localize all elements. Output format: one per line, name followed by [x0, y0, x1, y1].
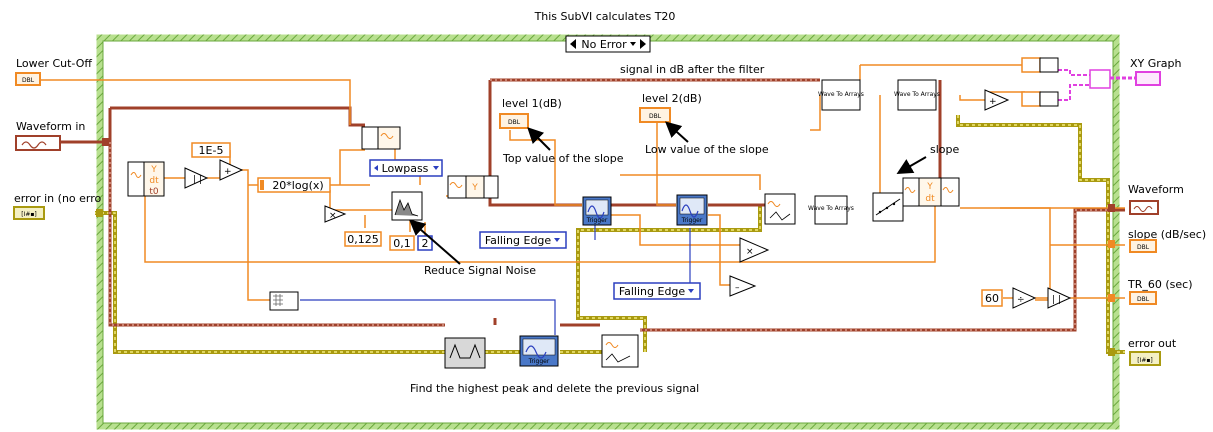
xy-graph-indicator[interactable]: XY Graph: [1130, 57, 1182, 85]
const-60[interactable]: 60: [982, 290, 1002, 306]
build-waveform-node[interactable]: [362, 127, 400, 149]
waveform-subset-vi[interactable]: [765, 194, 795, 224]
error-out-label: error out: [1128, 337, 1177, 350]
divide-glyph: ÷: [1017, 295, 1025, 305]
get-waveform-components[interactable]: Y dt t0: [128, 162, 164, 197]
level1-label: level 1(dB): [502, 97, 562, 110]
minus-glyph: –: [735, 283, 740, 293]
trigger-2-label: Trigger: [681, 217, 703, 224]
multiply-glyph: ×: [746, 247, 754, 257]
waveform-in-control[interactable]: Waveform in: [16, 120, 109, 150]
wave-to-arrays-3-label: Wave To Arrays: [894, 91, 940, 98]
cutoff-0125-value: 0,125: [347, 233, 379, 246]
bundle-node-2[interactable]: [1022, 92, 1058, 106]
unbundle-dt: dt: [149, 176, 159, 186]
lower-cutoff-control[interactable]: Lower Cut-Off DBL: [16, 57, 92, 85]
trigger-vi-2[interactable]: Trigger: [677, 195, 707, 225]
error-cluster-icon: [I#▪]: [21, 211, 37, 218]
reduce-noise-label: Reduce Signal Noise: [424, 264, 536, 277]
low-value-label: Low value of the slope: [645, 143, 769, 156]
log-expression: 20*log(x): [272, 179, 323, 192]
diagram-title: This SubVI calculates T20: [534, 10, 676, 23]
filter-type-enum[interactable]: Lowpass: [370, 160, 442, 176]
waveform-out-label: Waveform: [1128, 183, 1184, 196]
eps-constant[interactable]: 1E-5: [192, 143, 230, 157]
lower-cutoff-label: Lower Cut-Off: [16, 57, 92, 70]
wave-to-arrays-3[interactable]: Wave To Arrays: [894, 80, 940, 110]
signal-db-label: signal in dB after the filter: [620, 63, 765, 76]
error-in-control[interactable]: error in (no erro [I#▪]: [14, 192, 103, 219]
level2-type: DBL: [649, 113, 662, 120]
tr60-type: DBL: [1137, 296, 1150, 303]
slope-indicator[interactable]: slope (dB/sec) DBL: [1108, 228, 1206, 252]
falling-edge-2-value: Falling Edge: [619, 285, 686, 298]
lower-cutoff-type: DBL: [22, 77, 35, 84]
falling-edge-1-value: Falling Edge: [485, 234, 552, 247]
falling-edge-enum-1[interactable]: Falling Edge: [480, 232, 566, 248]
wave-to-arrays-1[interactable]: Wave To Arrays: [818, 80, 864, 110]
unbundle-t0: t0: [149, 187, 159, 197]
plus-glyph: +: [224, 167, 232, 177]
build-array-node[interactable]: [1090, 70, 1110, 88]
const-01-value: 0,1: [393, 237, 411, 250]
xy-graph-label: XY Graph: [1130, 57, 1182, 70]
filter-vi[interactable]: [392, 192, 422, 220]
index-array-node[interactable]: [270, 292, 298, 310]
slope-annotation: slope: [930, 143, 959, 156]
build-waveform-slope[interactable]: Y dt: [903, 178, 959, 206]
abs-glyph: | |: [193, 175, 202, 185]
tr60-indicator[interactable]: TR_60 (sec) DBL: [1108, 278, 1193, 304]
error-out-icon: [I#▪]: [1137, 357, 1153, 364]
const-60-value: 60: [985, 292, 999, 305]
find-peak-vi[interactable]: [445, 338, 485, 368]
build-waveform-2[interactable]: Y: [448, 176, 498, 198]
wave-to-arrays-2[interactable]: Wave To Arrays: [808, 196, 854, 224]
slope-y: Y: [926, 182, 933, 192]
trigger-vi-1[interactable]: Trigger: [583, 197, 611, 225]
top-value-label: Top value of the slope: [502, 152, 624, 165]
slope-dt: dt: [925, 194, 935, 204]
bundle-node-1[interactable]: [1022, 58, 1058, 72]
const-2-value: 2: [422, 237, 429, 250]
multiply-glyph: ×: [329, 211, 337, 221]
find-peak-label: Find the highest peak and delete the pre…: [410, 382, 699, 395]
abs-glyph: | |: [1052, 295, 1061, 305]
trigger-1-label: Trigger: [586, 217, 608, 224]
falling-edge-enum-2[interactable]: Falling Edge: [614, 283, 700, 299]
level2-label: level 2(dB): [642, 92, 702, 105]
waveform-subset-vi-2[interactable]: [602, 335, 638, 367]
case-selector[interactable]: No Error: [566, 36, 650, 52]
unbundle-y: Y: [150, 165, 157, 175]
log-formula-node[interactable]: 20*log(x): [258, 178, 330, 192]
slope-out-type: DBL: [1137, 244, 1150, 251]
error-in-label: error in (no erro: [14, 192, 102, 205]
cutoff-0125-constant[interactable]: 0,125: [345, 232, 381, 246]
waveform-in-label: Waveform in: [16, 120, 85, 133]
wave-to-arrays-2-label: Wave To Arrays: [808, 205, 854, 212]
const-01[interactable]: 0,1: [390, 236, 414, 250]
plus-glyph: +: [989, 97, 997, 107]
eps-value: 1E-5: [199, 144, 224, 157]
trigger-vi-3[interactable]: Trigger: [520, 336, 558, 366]
tr60-label: TR_60 (sec): [1127, 278, 1193, 291]
trigger-3-label: Trigger: [528, 358, 550, 365]
case-selector-label: No Error: [581, 38, 627, 51]
build-y: Y: [471, 183, 478, 193]
level1-type: DBL: [508, 119, 521, 126]
filter-type-value: Lowpass: [382, 162, 429, 175]
wave-to-arrays-1-label: Wave To Arrays: [818, 91, 864, 98]
linear-fit-vi[interactable]: [873, 193, 903, 221]
